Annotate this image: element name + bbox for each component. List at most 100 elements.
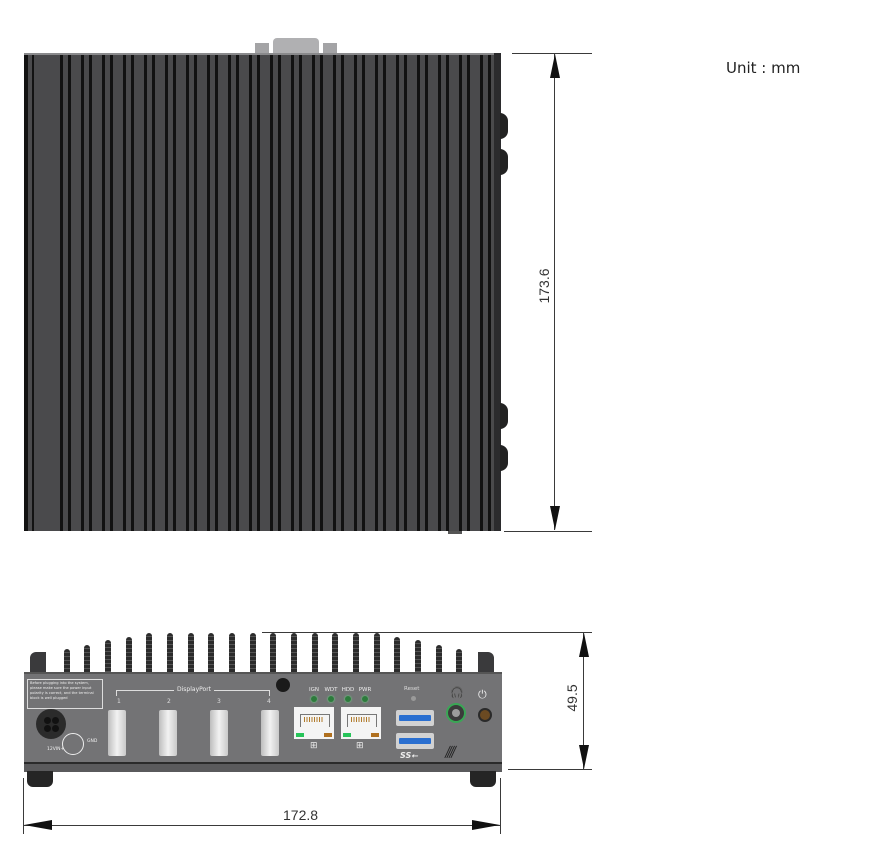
usb-port-1	[396, 710, 434, 726]
dimension-extension-line	[512, 53, 592, 54]
displayport-number: 3	[217, 698, 221, 705]
dimension-extension-line	[23, 778, 24, 834]
headphone-icon: 🎧	[450, 686, 464, 699]
heatsink-fin	[270, 633, 276, 673]
heatsink-fin	[126, 637, 132, 673]
antenna-connector	[500, 403, 508, 429]
height-dimension-label: 173.6	[536, 266, 552, 306]
heatsink-fin	[312, 633, 318, 673]
fin-groove	[312, 55, 315, 531]
displayport-2	[159, 710, 177, 756]
mounting-bracket-left	[30, 652, 46, 674]
fin-groove	[480, 55, 483, 531]
fin-groove	[165, 55, 168, 531]
fin-groove	[488, 55, 491, 531]
arrow-down-icon	[550, 506, 560, 530]
fin-groove	[404, 55, 407, 531]
fin-groove	[425, 55, 428, 531]
arrow-left-icon	[24, 820, 52, 830]
heatsink-fin	[229, 633, 235, 673]
heatsink-fin	[332, 633, 338, 673]
heatsink-fin	[250, 633, 256, 673]
fin-groove	[354, 55, 357, 531]
reset-button	[411, 696, 416, 701]
antenna-hole	[276, 678, 290, 692]
fin-groove	[299, 55, 302, 531]
jack-pin	[52, 717, 59, 724]
mounting-bracket-right	[478, 652, 494, 674]
dsub-ear-right	[323, 43, 337, 54]
rubber-foot	[470, 771, 496, 787]
dsub-ear-left	[255, 43, 269, 54]
led-label-wdt: WDT	[324, 687, 338, 693]
power-icon: ⏻	[478, 688, 487, 701]
fin-groove	[228, 55, 231, 531]
dsub-shell	[273, 38, 319, 54]
top-view-side-edge	[494, 53, 508, 531]
fin-groove	[467, 55, 470, 531]
arrow-right-icon	[472, 820, 500, 830]
displayport-label: DisplayPort	[174, 686, 215, 693]
arrow-up-icon	[579, 633, 589, 657]
terminal-vin-label: 12VIN+	[47, 747, 65, 752]
arrow-up-icon	[550, 54, 560, 78]
heatsink-fin	[188, 633, 194, 673]
heatsink-fin	[415, 640, 421, 673]
heatsink-fin	[291, 633, 297, 673]
led-ign	[311, 696, 317, 702]
heatsink-fin	[167, 633, 173, 673]
jack-pin	[44, 717, 51, 724]
dimension-extension-line	[262, 632, 592, 633]
fin-groove	[186, 55, 189, 531]
fin-groove	[173, 55, 176, 531]
dimension-line	[583, 633, 584, 769]
power-input-jack	[36, 709, 66, 739]
fin-groove	[383, 55, 386, 531]
warning-label: Before plugging into the system, please …	[27, 679, 103, 709]
fin-groove	[270, 55, 273, 531]
fin-groove	[81, 55, 84, 531]
fin-groove	[236, 55, 239, 531]
rj45-pins	[351, 717, 371, 722]
jack-pin	[44, 725, 51, 732]
heatsink-fin	[394, 637, 400, 673]
lan-port-2	[341, 707, 381, 739]
fin-groove	[459, 55, 462, 531]
lan-port-1	[294, 707, 334, 739]
fin-groove	[320, 55, 323, 531]
dimension-extension-line	[500, 778, 501, 834]
fin-groove	[291, 55, 294, 531]
fin-groove	[152, 55, 155, 531]
fin-groove	[144, 55, 147, 531]
rubber-foot	[27, 771, 53, 787]
heatsink-fin	[105, 640, 111, 673]
heatsink-fin	[146, 633, 152, 673]
fin-groove	[68, 55, 71, 531]
front-height-dimension-label: 49.5	[564, 684, 580, 712]
fin-groove	[89, 55, 92, 531]
led-label-ign: IGN	[309, 687, 319, 693]
displayport-number: 2	[167, 698, 171, 705]
fin-groove	[396, 55, 399, 531]
lan-link-led	[296, 733, 304, 737]
fin-groove	[32, 55, 34, 531]
rj45-jack	[347, 714, 377, 727]
usb-tongue	[399, 738, 431, 744]
heatsink-fin	[353, 633, 359, 673]
antenna-connector	[500, 445, 508, 471]
fin-groove	[257, 55, 260, 531]
displayport-4	[261, 710, 279, 756]
audio-jack	[446, 703, 466, 723]
width-dimension-label: 172.8	[283, 807, 319, 823]
dimension-extension-line	[508, 769, 592, 770]
jack-pin	[52, 725, 59, 732]
fin-groove	[341, 55, 344, 531]
dimension-line	[24, 825, 500, 826]
heatsink-fin	[436, 645, 442, 673]
fin-groove	[60, 55, 63, 531]
fin-groove	[131, 55, 134, 531]
fin-groove	[417, 55, 420, 531]
network-icon: ⊞	[356, 741, 364, 751]
fin-groove	[215, 55, 218, 531]
led-hdd	[345, 696, 351, 702]
